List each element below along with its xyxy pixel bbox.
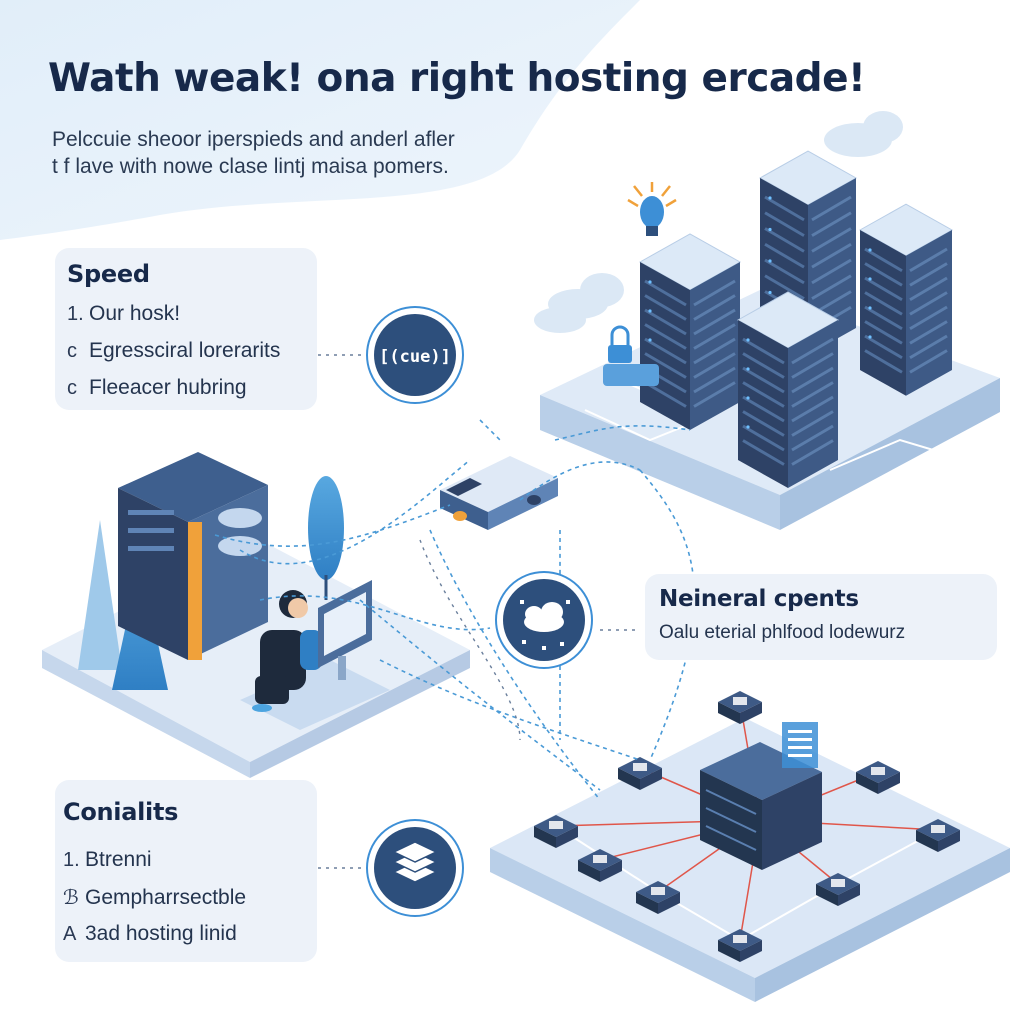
lock-icon — [608, 325, 632, 363]
page-subtitle: Pelccuie sheoor iperspieds and anderl af… — [52, 126, 512, 180]
lightbulb-icon — [627, 182, 677, 236]
server-rack-icon — [736, 291, 840, 488]
network-node-icon — [856, 761, 900, 794]
main-server-icon — [118, 452, 268, 660]
list-item-text: 3ad hosting linid — [85, 922, 237, 945]
network-node-icon — [916, 819, 960, 852]
list-item: c Fleeacer hubring — [67, 376, 305, 413]
list-item: 1.Btrenni — [63, 848, 309, 885]
central-server-icon — [700, 722, 822, 870]
code-bracket-icon: [(cue)] — [379, 347, 451, 367]
network-node-icon — [618, 757, 662, 790]
connectivity-card-list: 1.Btrenni ℬ Gempharrsectble A 3ad hosting … — [63, 848, 309, 959]
speed-badge: [(cue)] — [366, 306, 464, 404]
network-node-icon — [718, 929, 762, 962]
network-node-icon — [636, 881, 680, 914]
connector-lines — [214, 419, 696, 801]
cloud-network-icon — [520, 600, 570, 650]
connectivity-card-title: Conialits — [63, 798, 179, 826]
subtitle-line: Pelccuie sheoor iperspieds and anderl af… — [52, 128, 455, 151]
list-item-text: Gempharrsectble — [85, 886, 247, 909]
background-blob — [0, 0, 640, 240]
list-marker: 1. — [63, 849, 80, 871]
list-marker: 1. — [67, 303, 84, 325]
list-item-text: Btrenni — [85, 848, 152, 871]
general-card-title: Neineral cpents — [659, 586, 859, 612]
list-item-text: Egressciral lorerarits — [89, 339, 281, 362]
subtitle-line: t f lave with nowe clase lintj maisa pom… — [52, 155, 449, 178]
connector-lines — [318, 354, 640, 869]
general-badge — [495, 571, 593, 669]
list-item-text: Fleeacer hubring — [89, 376, 247, 399]
general-card-description: Oalu eterial phlfood lodewurz — [659, 622, 906, 643]
list-item-text: Our hosk! — [89, 302, 181, 325]
connectivity-card: Conialits 1.Btrenni ℬ Gempharrsectble A 3a… — [55, 780, 317, 962]
server-rack-icon — [858, 203, 954, 396]
small-device — [603, 364, 659, 386]
data-transport-vehicle-icon — [440, 456, 558, 530]
network-node-icon — [578, 849, 622, 882]
stacked-layers-icon — [392, 841, 438, 883]
list-item: 1.Our hosk! — [67, 302, 305, 339]
list-marker: c — [67, 340, 77, 362]
page-title: Wath weak! ona right hosting ercade! — [48, 56, 866, 101]
list-item: ℬ Gempharrsectble — [63, 885, 309, 922]
general-card: Neineral cpents Oalu eterial phlfood lod… — [645, 574, 997, 660]
network-node-icon — [718, 691, 762, 724]
server-rack-icon — [638, 233, 742, 430]
network-node-icon — [816, 873, 860, 906]
list-item: A 3ad hosting linid — [63, 922, 309, 959]
speed-card: Speed 1.Our hosk! c Egressciral lorerarit… — [55, 248, 317, 410]
list-marker: A — [63, 923, 77, 945]
cloud-icon — [534, 111, 903, 333]
connectivity-badge — [366, 819, 464, 917]
list-item: c Egressciral lorerarits — [67, 339, 305, 376]
speed-card-title: Speed — [67, 260, 150, 288]
network-node-icon — [534, 815, 578, 848]
list-marker: ℬ — [63, 887, 79, 909]
list-marker: c — [67, 377, 77, 399]
